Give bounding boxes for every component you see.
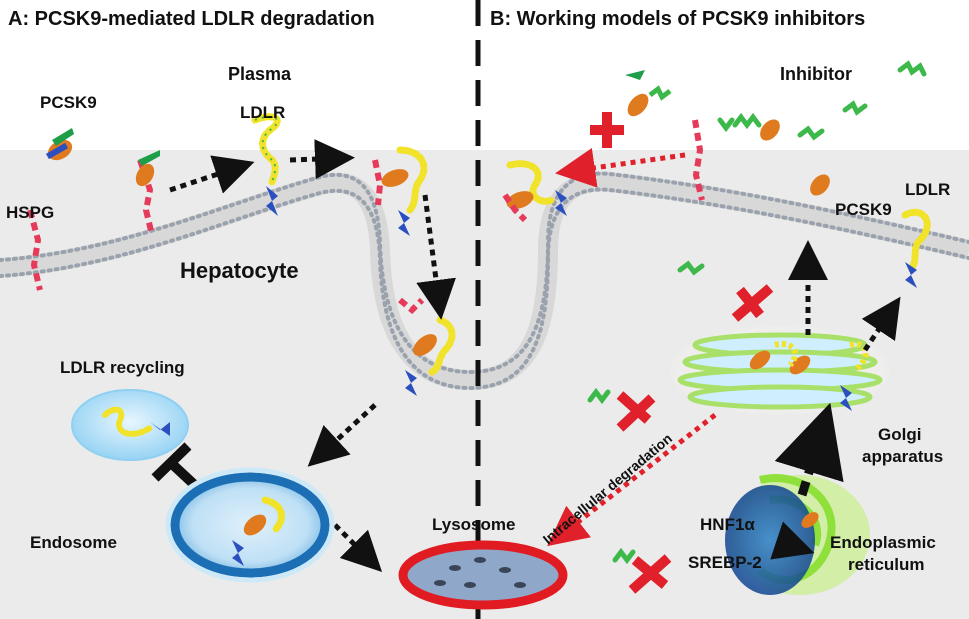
pcsk9-ldlr-complex-pit-a bbox=[398, 297, 456, 396]
label-ldlr-a: LDLR bbox=[240, 103, 285, 122]
inhibit-symbols bbox=[590, 112, 774, 594]
panel-a-title: A: PCSK9-mediated LDLR degradation bbox=[8, 8, 375, 30]
label-pcsk9-b: PCSK9 bbox=[835, 200, 892, 219]
ldlr-surface-a bbox=[251, 113, 281, 216]
golgi-apparatus bbox=[670, 325, 890, 415]
label-er-line1: Endoplasmic bbox=[830, 533, 936, 552]
arrows-panel-b bbox=[770, 240, 901, 560]
inhibitor-molecules bbox=[587, 60, 927, 565]
ldlr-surface-b bbox=[901, 208, 931, 288]
endoplasmic-reticulum bbox=[725, 474, 870, 595]
lysosome bbox=[398, 540, 568, 610]
label-golgi-line1: Golgi bbox=[878, 425, 921, 444]
hspg-chain-a bbox=[27, 209, 43, 291]
hspg-pcsk9-complex-a bbox=[135, 150, 160, 236]
label-ldlr-recycling: LDLR recycling bbox=[60, 358, 185, 377]
arrow-er-to-golgi bbox=[774, 402, 844, 497]
label-lysosome: Lysosome bbox=[432, 515, 515, 534]
pcsk9-inhibitor-complex bbox=[625, 70, 830, 196]
hspg-chain-b bbox=[692, 119, 705, 201]
panel-b-title: B: Working models of PCSK9 inhibitors bbox=[490, 8, 865, 30]
pcsk9-free-a bbox=[45, 128, 74, 161]
endosome bbox=[165, 467, 335, 583]
cell-membrane bbox=[0, 171, 969, 391]
arrow-intracellular-degradation bbox=[547, 413, 717, 547]
ldlr-recycling-vesicle bbox=[71, 389, 189, 461]
label-inhibitor: Inhibitor bbox=[780, 64, 852, 84]
arrows-panel-a bbox=[169, 139, 456, 573]
label-ldlr-b: LDLR bbox=[905, 180, 950, 199]
label-er-line2: reticulum bbox=[848, 555, 925, 574]
label-pcsk9-a: PCSK9 bbox=[40, 93, 97, 112]
label-srebp2: SREBP-2 bbox=[688, 553, 762, 572]
label-endosome: Endosome bbox=[30, 533, 117, 552]
arrow-red-top bbox=[555, 147, 686, 188]
pcsk9-ldlr-complex-surface-a bbox=[372, 146, 428, 236]
label-hepatocyte: Hepatocyte bbox=[180, 258, 299, 283]
pcsk9-ldlr-complex-b bbox=[502, 160, 567, 223]
label-golgi-line2: apparatus bbox=[862, 447, 943, 466]
label-hnf1a: HNF1α bbox=[700, 515, 755, 534]
label-hspg: HSPG bbox=[6, 203, 54, 222]
label-plasma: Plasma bbox=[228, 64, 292, 84]
